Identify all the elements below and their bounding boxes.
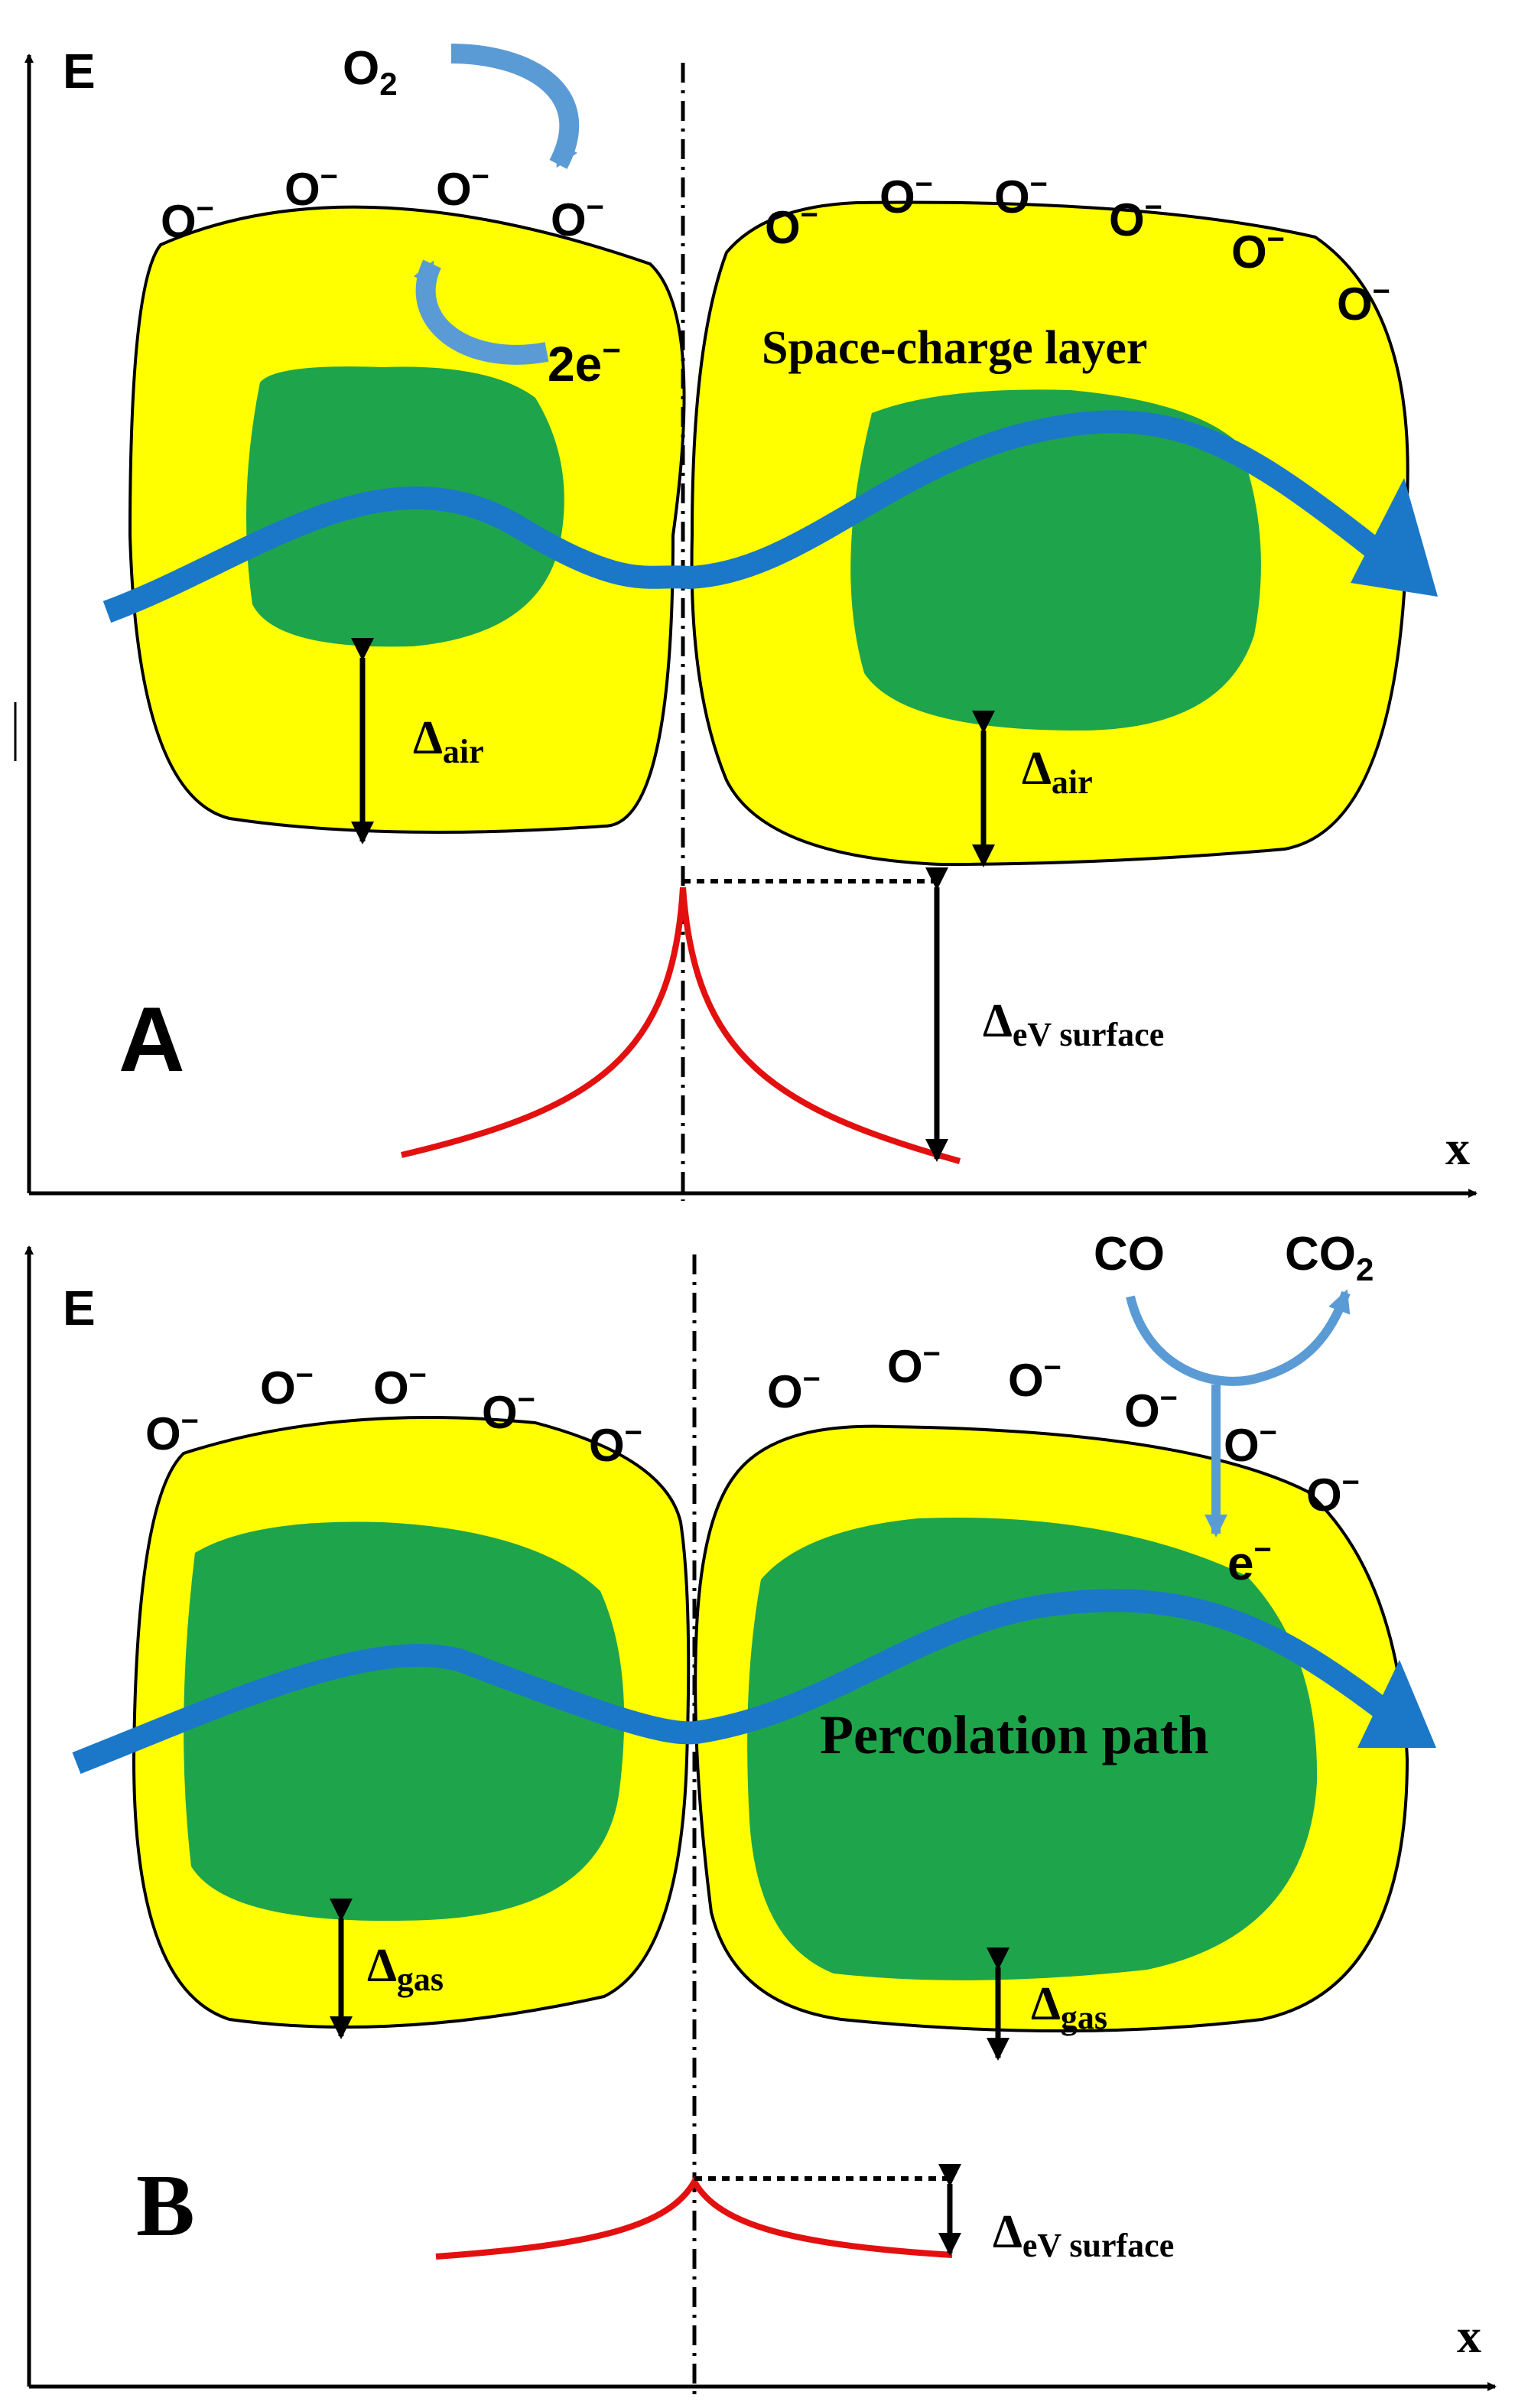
position-axis-label-a: x <box>1445 1121 1470 1175</box>
conduction-path-arrowhead-a <box>1351 478 1438 597</box>
core-right-b <box>747 1517 1318 1980</box>
conduction-path-arrowhead-b <box>1357 1660 1436 1748</box>
oxygen-ion: O− <box>436 160 489 215</box>
position-axis-label-b: x <box>1457 2309 1481 2363</box>
oxygen-ion: O− <box>161 192 214 247</box>
oxygen-molecule-label: O2 <box>343 42 398 102</box>
oxidation-arrow <box>1126 1289 1351 1386</box>
oxygen-ion: O− <box>373 1359 427 1414</box>
oxygen-ion: O− <box>994 168 1048 223</box>
panel-b: E x O− O− O− O− O− O− O− O− O− O− O− CO … <box>24 1228 1497 2398</box>
core-right-a <box>850 389 1261 731</box>
depletion-width-label-right-a: Δair <box>1022 743 1093 801</box>
conduction-path-b <box>72 1589 1396 1774</box>
panel-label-a: A <box>119 988 185 1091</box>
potential-barrier-curve-a <box>401 887 961 1164</box>
barrier-height-label-a: ΔeV surface <box>983 995 1164 1053</box>
oxygen-ion: O− <box>1337 275 1390 330</box>
oxygen-ion: O− <box>1124 1381 1178 1437</box>
depletion-width-label-left-a: Δair <box>413 712 484 770</box>
conduction-path-a <box>102 410 1384 623</box>
oxygen-ion: O− <box>284 160 338 215</box>
carbon-monoxide-label: CO <box>1094 1228 1165 1280</box>
released-electron-label: e− <box>1227 1533 1272 1590</box>
adsorption-arrow <box>450 44 580 170</box>
potential-barrier-curve-b <box>435 2175 953 2260</box>
depletion-width-label-left-b: Δgas <box>367 1940 444 1998</box>
carbon-dioxide-label: CO2 <box>1285 1228 1374 1287</box>
oxygen-ion: O− <box>589 1416 642 1471</box>
oxygen-ion: O− <box>879 168 933 223</box>
electron-capture-arrow <box>413 259 549 365</box>
oxygen-ion: O− <box>765 198 818 253</box>
oxygen-ion: O− <box>1008 1351 1061 1406</box>
oxygen-ion: O− <box>767 1362 821 1417</box>
energy-axis-label-b: E <box>63 1280 96 1336</box>
percolation-path-label: Percolation path <box>820 1704 1209 1765</box>
oxygen-ion: O− <box>551 190 604 246</box>
oxygen-ions-b: O− O− O− O− O− O− O− O− O− O− O− <box>145 1337 1360 1521</box>
energy-axis-label-a: E <box>63 44 96 99</box>
oxygen-ion: O− <box>260 1359 314 1414</box>
oxygen-ion: O− <box>1224 1416 1277 1471</box>
oxygen-ion: O− <box>1306 1466 1360 1521</box>
oxygen-ion: O− <box>1109 190 1162 246</box>
oxygen-ion: O− <box>145 1404 199 1459</box>
oxygen-ion: O− <box>1231 223 1285 278</box>
oxygen-ion: O− <box>887 1337 941 1392</box>
space-charge-layer-label: Space-charge layer <box>762 322 1147 374</box>
barrier-height-label-b: ΔeV surface <box>993 2206 1174 2264</box>
core-left-b <box>184 1521 625 1922</box>
panel-a: E x O− O− O− O− O− O− O− O− O− O− O2 2e−… <box>14 42 1478 1201</box>
panel-label-b: B <box>136 2157 195 2254</box>
electrons-label: 2e− <box>548 332 621 392</box>
oxygen-ion: O− <box>482 1383 535 1438</box>
depletion-width-label-right-b: Δgas <box>1031 1978 1107 2036</box>
oxygen-ions-a: O− O− O− O− O− O− O− O− O− O− <box>161 160 1390 330</box>
